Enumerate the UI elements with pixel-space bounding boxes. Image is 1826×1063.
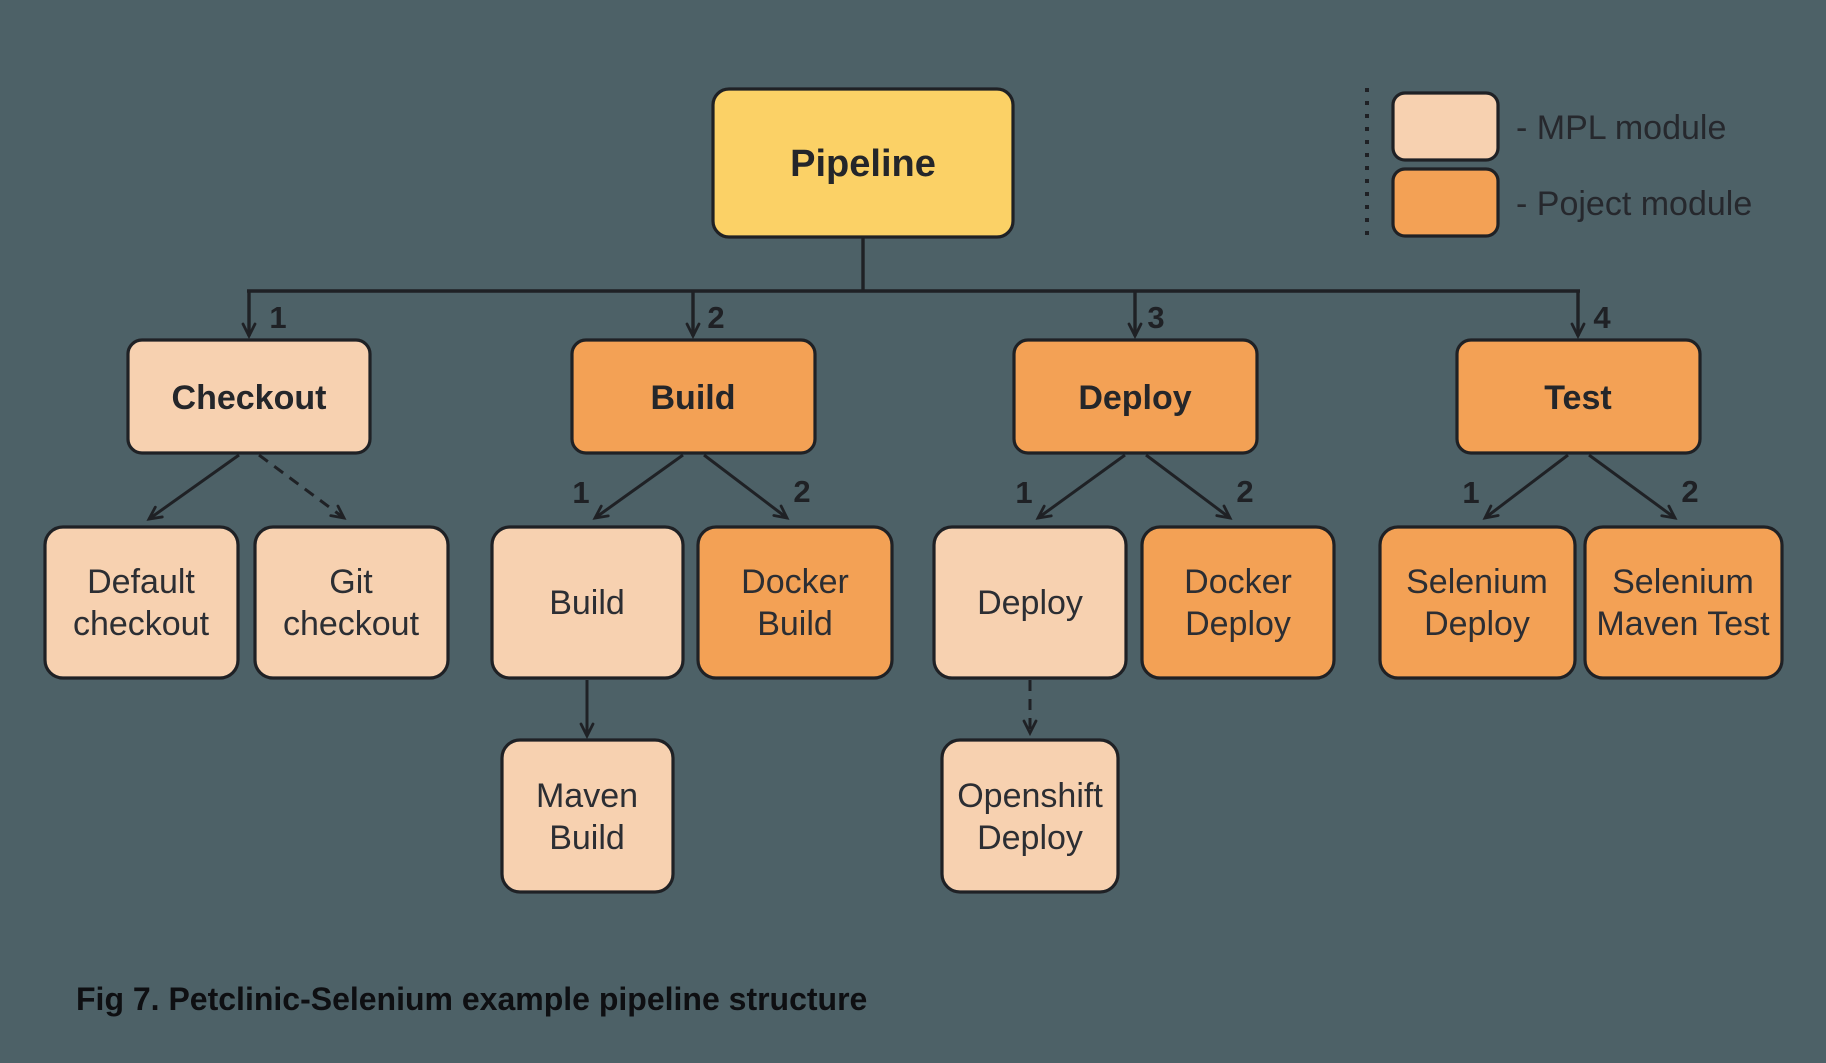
node-build-module-label: Build [549, 584, 625, 622]
node-maven-build-line1: Maven [536, 777, 638, 815]
arrow-test-selenium-maven-test [1588, 453, 1678, 520]
node-selenium-maven-test-line1: Selenium [1612, 563, 1754, 601]
legend-label-mpl: - MPL module [1516, 109, 1726, 147]
module-order-selenium-deploy: 1 [1462, 475, 1479, 510]
node-openshift-deploy-line1: Openshift [957, 777, 1103, 815]
node-git-checkout-line2: checkout [283, 605, 420, 643]
node-default-checkout-line2: checkout [73, 605, 210, 643]
node-test-stage-label: Test [1544, 379, 1611, 417]
node-deploy-stage: Deploy [1012, 338, 1259, 455]
node-maven-build-line2: Build [549, 819, 625, 857]
arrow-build-build [592, 453, 684, 520]
node-docker-deploy-line1: Docker [1184, 563, 1292, 601]
legend: - MPL module - Poject module [1365, 88, 1752, 240]
node-default-checkout: Default checkout [43, 525, 240, 680]
stage-order-build: 2 [707, 300, 724, 335]
node-pipeline: Pipeline [711, 87, 1015, 239]
node-openshift-deploy: Openshift Deploy [940, 738, 1120, 894]
arrow-checkout-default [146, 453, 240, 521]
node-deploy-module-label: Deploy [977, 584, 1083, 622]
node-docker-build-line1: Docker [741, 563, 849, 601]
module-order-selenium-maven-test: 2 [1681, 474, 1698, 509]
module-order-deploy: 1 [1015, 475, 1032, 510]
node-selenium-deploy-line1: Selenium [1406, 563, 1548, 601]
arrow-build-docker-build [703, 453, 790, 520]
node-git-checkout-line1: Git [329, 563, 373, 601]
stage-order-deploy: 3 [1147, 300, 1164, 335]
node-docker-build: Docker Build [696, 525, 894, 680]
module-order-docker-build: 2 [793, 474, 810, 509]
module-order-docker-deploy: 2 [1236, 474, 1253, 509]
arrow-deploy-deploy [1035, 453, 1126, 520]
node-build-stage-label: Build [651, 379, 736, 417]
legend-label-project: - Poject module [1516, 185, 1752, 223]
legend-swatch-project [1391, 167, 1500, 238]
node-docker-deploy: Docker Deploy [1140, 525, 1336, 680]
node-openshift-deploy-line2: Deploy [977, 819, 1083, 857]
node-checkout: Checkout [126, 338, 372, 455]
figure-caption: Fig 7. Petclinic-Selenium example pipeli… [76, 981, 867, 1017]
node-git-checkout: Git checkout [253, 525, 450, 680]
connector-pipeline-trunk [247, 237, 1580, 293]
node-deploy-stage-label: Deploy [1078, 379, 1191, 417]
node-default-checkout-line1: Default [87, 563, 195, 601]
node-test-stage: Test [1455, 338, 1702, 455]
arrow-test-selenium-deploy [1482, 453, 1569, 520]
stage-order-test: 4 [1593, 300, 1611, 335]
node-build-module: Build [490, 525, 685, 680]
node-maven-build: Maven Build [500, 738, 675, 894]
node-checkout-label: Checkout [172, 379, 327, 417]
node-pipeline-label: Pipeline [790, 143, 936, 185]
node-build-stage: Build [570, 338, 817, 455]
node-selenium-maven-test-line2: Maven Test [1596, 605, 1770, 643]
node-docker-build-line2: Build [757, 605, 833, 643]
node-selenium-deploy: Selenium Deploy [1378, 525, 1577, 680]
node-selenium-maven-test: Selenium Maven Test [1583, 525, 1784, 680]
arrow-deploy-docker-deploy [1145, 453, 1233, 520]
legend-swatch-mpl [1391, 91, 1500, 162]
stage-order-checkout: 1 [269, 300, 286, 335]
module-order-build: 1 [572, 475, 589, 510]
node-selenium-deploy-line2: Deploy [1424, 605, 1530, 643]
node-deploy-module: Deploy [932, 525, 1128, 680]
node-docker-deploy-line2: Deploy [1185, 605, 1291, 643]
